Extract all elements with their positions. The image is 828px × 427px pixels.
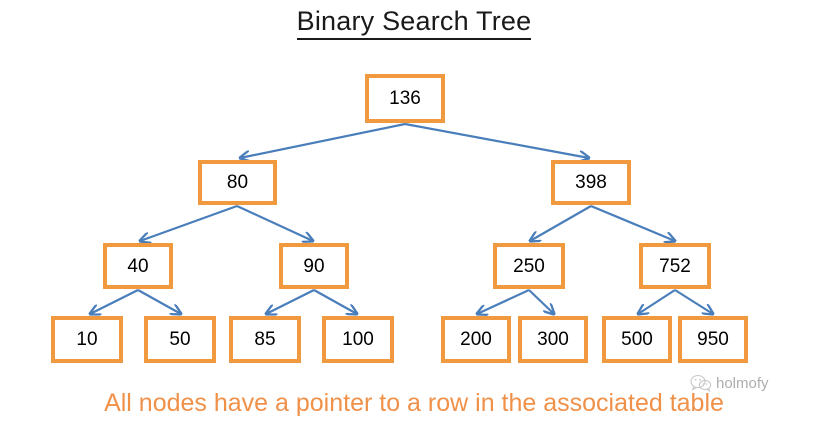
tree-node-100: 100 [322, 316, 394, 363]
watermark-label: holmofy [716, 374, 769, 392]
tree-node-label: 398 [575, 172, 607, 193]
tree-node-50: 50 [144, 316, 216, 363]
tree-node-950: 950 [678, 316, 748, 363]
edge-398-250 [530, 205, 592, 241]
tree-node-300: 300 [518, 316, 588, 363]
tree-node-752: 752 [639, 243, 711, 289]
tree-node-label: 80 [226, 172, 249, 193]
tree-node-label: 85 [254, 329, 276, 350]
edge-40-50 [137, 289, 181, 314]
watermark: holmofy [690, 374, 769, 392]
tree-node-85: 85 [229, 316, 301, 363]
tree-node-398: 398 [551, 160, 631, 205]
tree-node-80: 80 [198, 160, 277, 205]
tree-node-label: 300 [537, 329, 569, 350]
tree-node-10: 10 [51, 316, 123, 363]
edge-752-500 [638, 289, 676, 314]
tree-node-500: 500 [602, 316, 672, 363]
edge-40-10 [90, 289, 139, 314]
tree-node-136: 136 [365, 74, 445, 123]
edge-398-752 [590, 204, 675, 241]
tree-node-label: 136 [389, 88, 421, 109]
edge-250-300 [528, 289, 554, 314]
tree-node-label: 40 [127, 255, 149, 277]
wechat-icon [690, 374, 712, 392]
tree-node-label: 250 [513, 255, 545, 277]
page-title: Binary Search Tree [0, 6, 828, 40]
edge-80-40 [140, 204, 238, 241]
edge-80-90 [236, 205, 313, 241]
tree-node-200: 200 [441, 316, 511, 363]
tree-node-90: 90 [279, 243, 349, 289]
edge-752-950 [674, 289, 713, 314]
edge-136-80 [240, 122, 406, 158]
diagram-caption: All nodes have a pointer to a row in the… [104, 389, 724, 417]
tree-node-250: 250 [493, 243, 565, 289]
page-title-text: Binary Search Tree [296, 6, 532, 40]
edge-136-398 [404, 122, 589, 158]
tree-node-label: 100 [342, 329, 374, 350]
tree-node-label: 752 [659, 255, 691, 277]
tree-node-label: 500 [621, 329, 653, 350]
edge-90-100 [313, 289, 357, 314]
edge-90-85 [266, 289, 315, 314]
tree-node-label: 90 [303, 255, 325, 277]
tree-node-label: 200 [460, 329, 492, 350]
tree-node-label: 10 [76, 329, 98, 350]
tree-node-label: 50 [169, 329, 191, 350]
tree-node-40: 40 [103, 243, 173, 289]
edge-250-200 [477, 289, 530, 314]
tree-node-label: 950 [697, 329, 729, 350]
